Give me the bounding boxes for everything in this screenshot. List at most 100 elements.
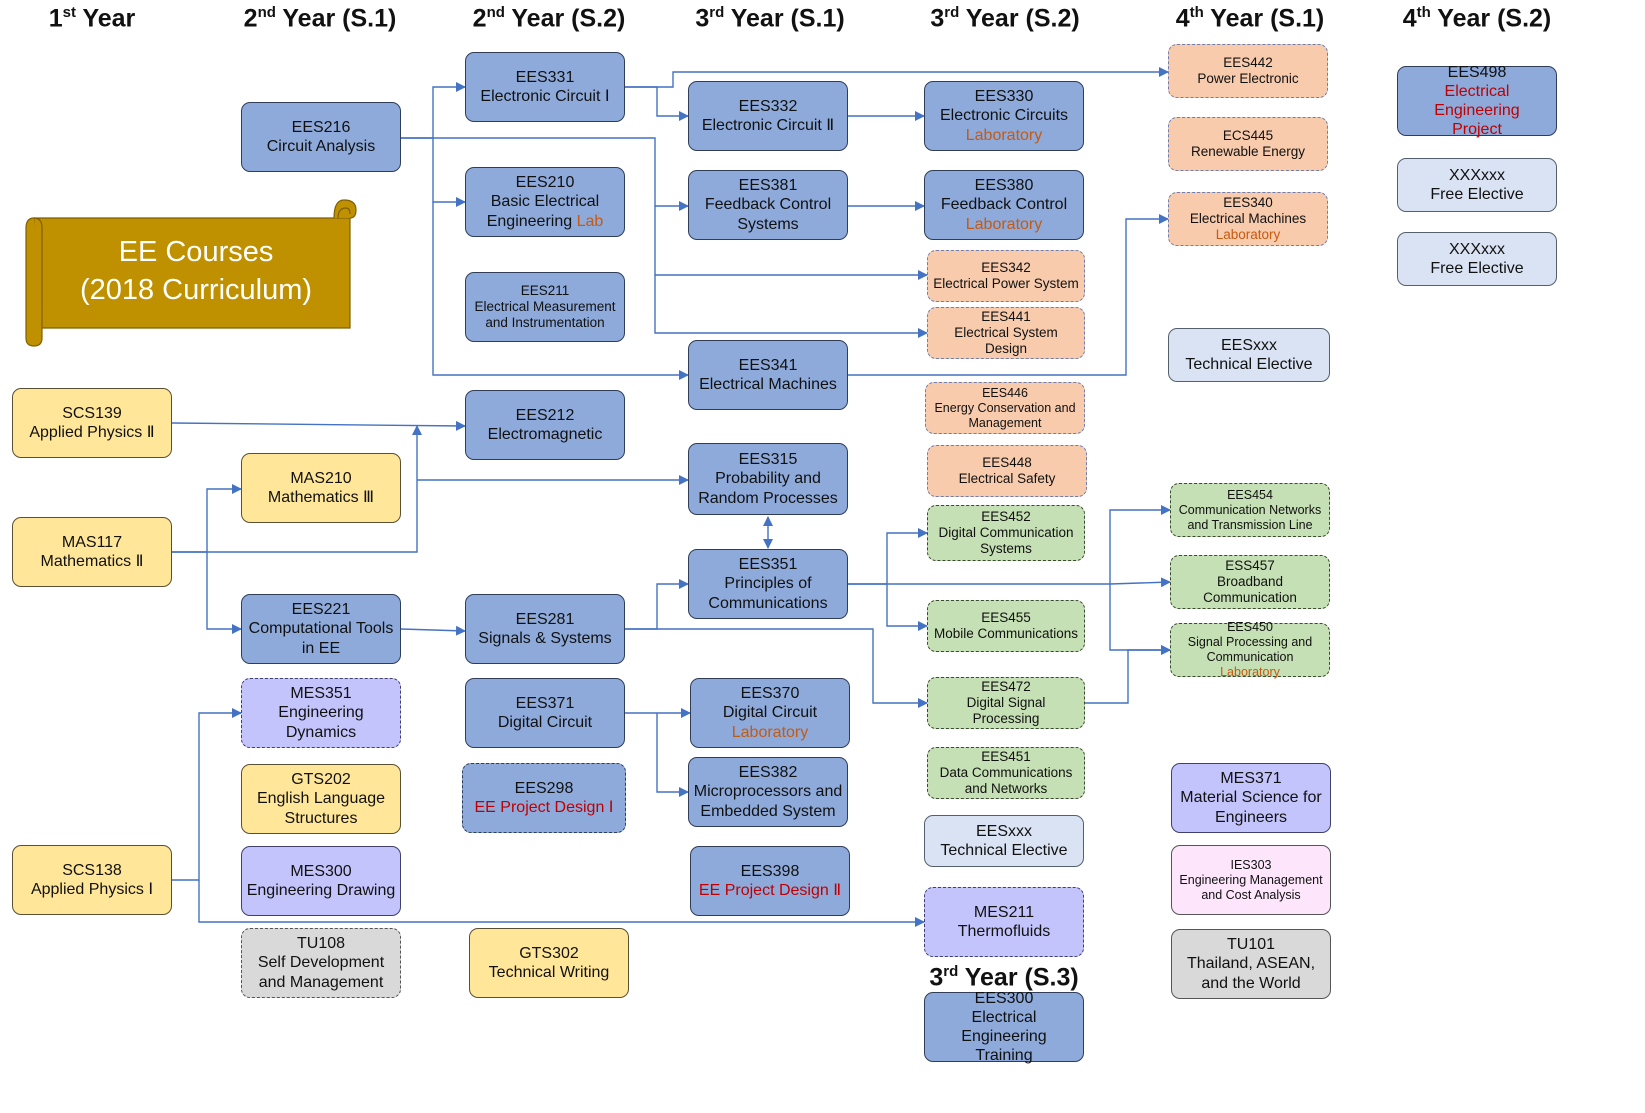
course-title-line: Engineers [1214, 808, 1288, 826]
course-code: EES454 [1227, 487, 1273, 502]
course-title-line: Communication Networks [1178, 502, 1322, 517]
course-title-line: EE Project Design Ⅱ [698, 882, 842, 899]
arrow-ees351-ees450 [1109, 584, 1171, 655]
title-line-2: (2018 Curriculum) [79, 273, 313, 306]
arrow-mas117-ees212 [172, 425, 422, 553]
course-title-line: Training [975, 1047, 1033, 1065]
course-code: EES455 [981, 609, 1031, 625]
course-code: EES298 [514, 779, 574, 797]
course-code: EES221 [291, 601, 351, 619]
arrow-ees216-ees441 [654, 275, 928, 338]
course-title-line: Communications [708, 594, 828, 612]
course-title-line: Electrical Power System [933, 276, 1079, 291]
course-title-line: Free Elective [1430, 260, 1524, 277]
course-title-line: Electronic Circuits [939, 107, 1069, 125]
course-title-line: Digital Circuit [722, 704, 818, 722]
course-title-line: Self Development [257, 954, 385, 972]
arrow-ees351-ees452 [848, 528, 928, 585]
course-title-line: Electrical Engineering [961, 1008, 1047, 1045]
course-code: EES448 [982, 454, 1032, 470]
curriculum-title-banner: EE Courses (2018 Curriculum) [20, 196, 360, 351]
arrow-ees216-ees210 [432, 138, 466, 207]
course-code: EES371 [515, 694, 575, 712]
course-title-line: Laboratory [731, 723, 809, 741]
arrow-ees341-ees340 [848, 214, 1169, 376]
course-code: MES211 [973, 903, 1035, 921]
arrow-ees216-ees341 [432, 202, 689, 380]
course-title-line: Communication Laboratory [1206, 650, 1294, 679]
course-title-line: Microprocessors and [693, 783, 843, 801]
course-code: EES382 [738, 764, 798, 782]
course-title-line: Basic Electrical [490, 193, 600, 211]
course-code: EES441 [981, 308, 1031, 324]
course-title-line: Embedded System [700, 802, 836, 820]
course-title-line: Electronic Circuit Ⅰ [480, 88, 610, 105]
course-title-line: Electrical Safety [958, 471, 1056, 486]
course-ees398[interactable]: EES398 EE Project Design Ⅱ [690, 846, 850, 916]
course-title-line: and Management [258, 973, 384, 991]
course-code: EES351 [738, 556, 798, 574]
course-title-line: Renewable Energy [1190, 144, 1306, 159]
course-code: EES331 [515, 68, 575, 86]
course-code: EES398 [740, 862, 800, 880]
course-code: MES371 [1220, 770, 1282, 788]
course-title-line: Digital Signal Processing [966, 694, 1046, 727]
header-y1: 1st Year [48, 4, 136, 33]
arrow-ees351-ees455 [886, 584, 928, 631]
course-title-line: Technical Writing [488, 964, 610, 981]
